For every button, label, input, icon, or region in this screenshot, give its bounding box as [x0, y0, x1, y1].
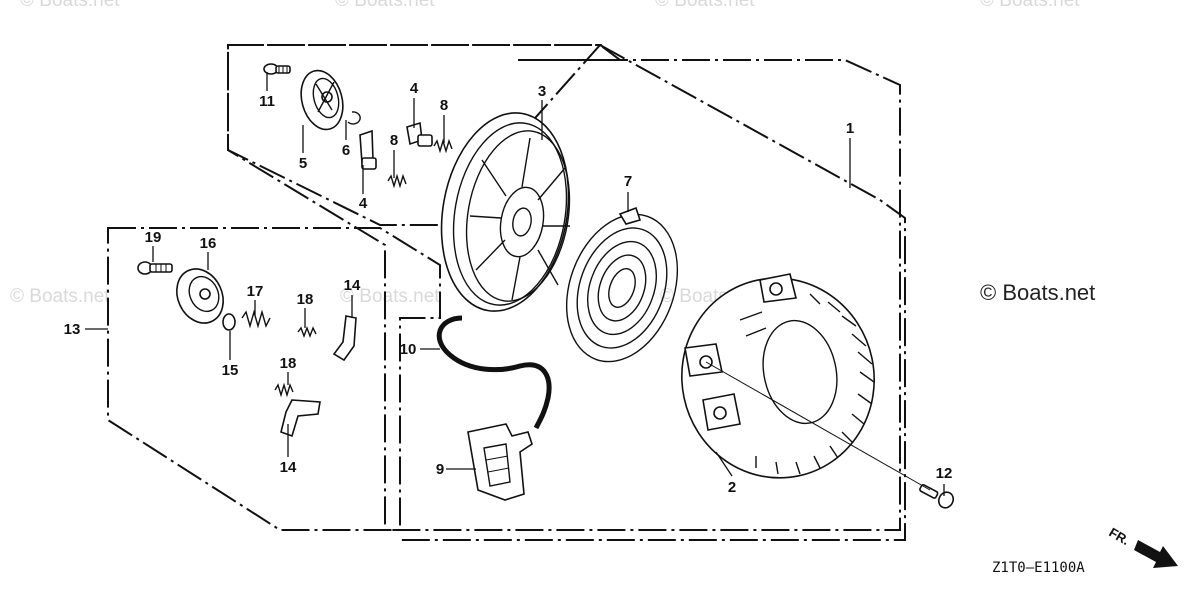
copyright-notice: © Boats.net — [980, 280, 1095, 305]
callout-16: 16 — [200, 235, 217, 252]
part-5-ratchet-plate — [300, 69, 344, 131]
callout-14-lower: 14 — [280, 459, 297, 476]
diagram-code: Z1T0—E1100A — [992, 560, 1085, 576]
callout-11: 11 — [259, 93, 275, 110]
part-8-spring-upper — [433, 138, 453, 154]
callout-4-upper: 4 — [410, 80, 419, 97]
part-10-starter-rope — [436, 315, 552, 430]
part-6-clip — [347, 111, 361, 125]
callout-18-upper: 18 — [297, 291, 314, 308]
assembly-outlines — [107, 44, 906, 541]
callout-12: 12 — [936, 465, 953, 482]
watermark: © Boats.net — [10, 286, 110, 307]
part-4-ratchet-lower — [359, 129, 377, 170]
watermark: © Boats.net — [655, 0, 755, 11]
watermark: © Boats.net — [340, 286, 440, 307]
part-3-reel — [440, 112, 571, 312]
callout-labels: 1 2 3 4 4 5 6 7 8 8 9 10 11 12 13 14 14 … — [64, 80, 953, 496]
front-direction-indicator: FR. — [1107, 525, 1178, 568]
part-4-ratchet-upper — [406, 121, 433, 147]
outline-ratchet-group — [227, 44, 603, 226]
part-7-spiral-spring — [565, 206, 679, 363]
watermark: © Boats.net — [20, 0, 120, 11]
direction-label: FR. — [1107, 525, 1133, 548]
callout-2: 2 — [728, 479, 736, 496]
bolt-alignment-line — [705, 361, 931, 491]
part-12-flange-bolt — [919, 484, 955, 509]
callout-3: 3 — [538, 83, 546, 100]
callout-17: 17 — [247, 283, 264, 300]
watermark: © Boats.net — [980, 0, 1080, 11]
part-8-spring-lower — [387, 173, 407, 189]
callout-14-upper: 14 — [344, 277, 361, 294]
callout-7: 7 — [624, 173, 632, 190]
part-17-spring — [241, 309, 271, 329]
front-arrow-icon — [1134, 540, 1178, 568]
callout-1: 1 — [846, 120, 854, 137]
part-14-ratchet-upper — [332, 315, 357, 362]
callout-4-lower: 4 — [359, 195, 368, 212]
outline-main-assembly — [227, 44, 901, 531]
outline-main-assembly-back — [400, 44, 906, 541]
watermark: © Boats.net — [335, 0, 435, 11]
part-15-washer — [222, 313, 236, 331]
callout-5: 5 — [299, 155, 307, 172]
callout-15: 15 — [222, 362, 239, 379]
callout-9: 9 — [436, 461, 444, 478]
callout-10: 10 — [400, 341, 417, 358]
leader-lines — [85, 72, 945, 496]
part-9-starter-grip — [467, 423, 533, 501]
callout-19: 19 — [145, 229, 162, 246]
callout-13: 13 — [64, 321, 81, 338]
part-18-spring-lower — [274, 382, 294, 398]
callout-8-lower: 8 — [390, 132, 398, 149]
part-16-ratchet-plate — [176, 268, 224, 324]
outline-kit-13 — [107, 227, 441, 531]
part-14-ratchet-lower — [280, 399, 321, 438]
callout-18-lower: 18 — [280, 355, 297, 372]
part-2-starter-case — [681, 273, 875, 479]
callout-8-upper: 8 — [440, 97, 448, 114]
part-11-setting-screw — [263, 63, 291, 75]
part-19-setting-screw — [137, 261, 173, 275]
callout-6: 6 — [342, 142, 350, 159]
part-18-spring-upper — [297, 326, 317, 338]
